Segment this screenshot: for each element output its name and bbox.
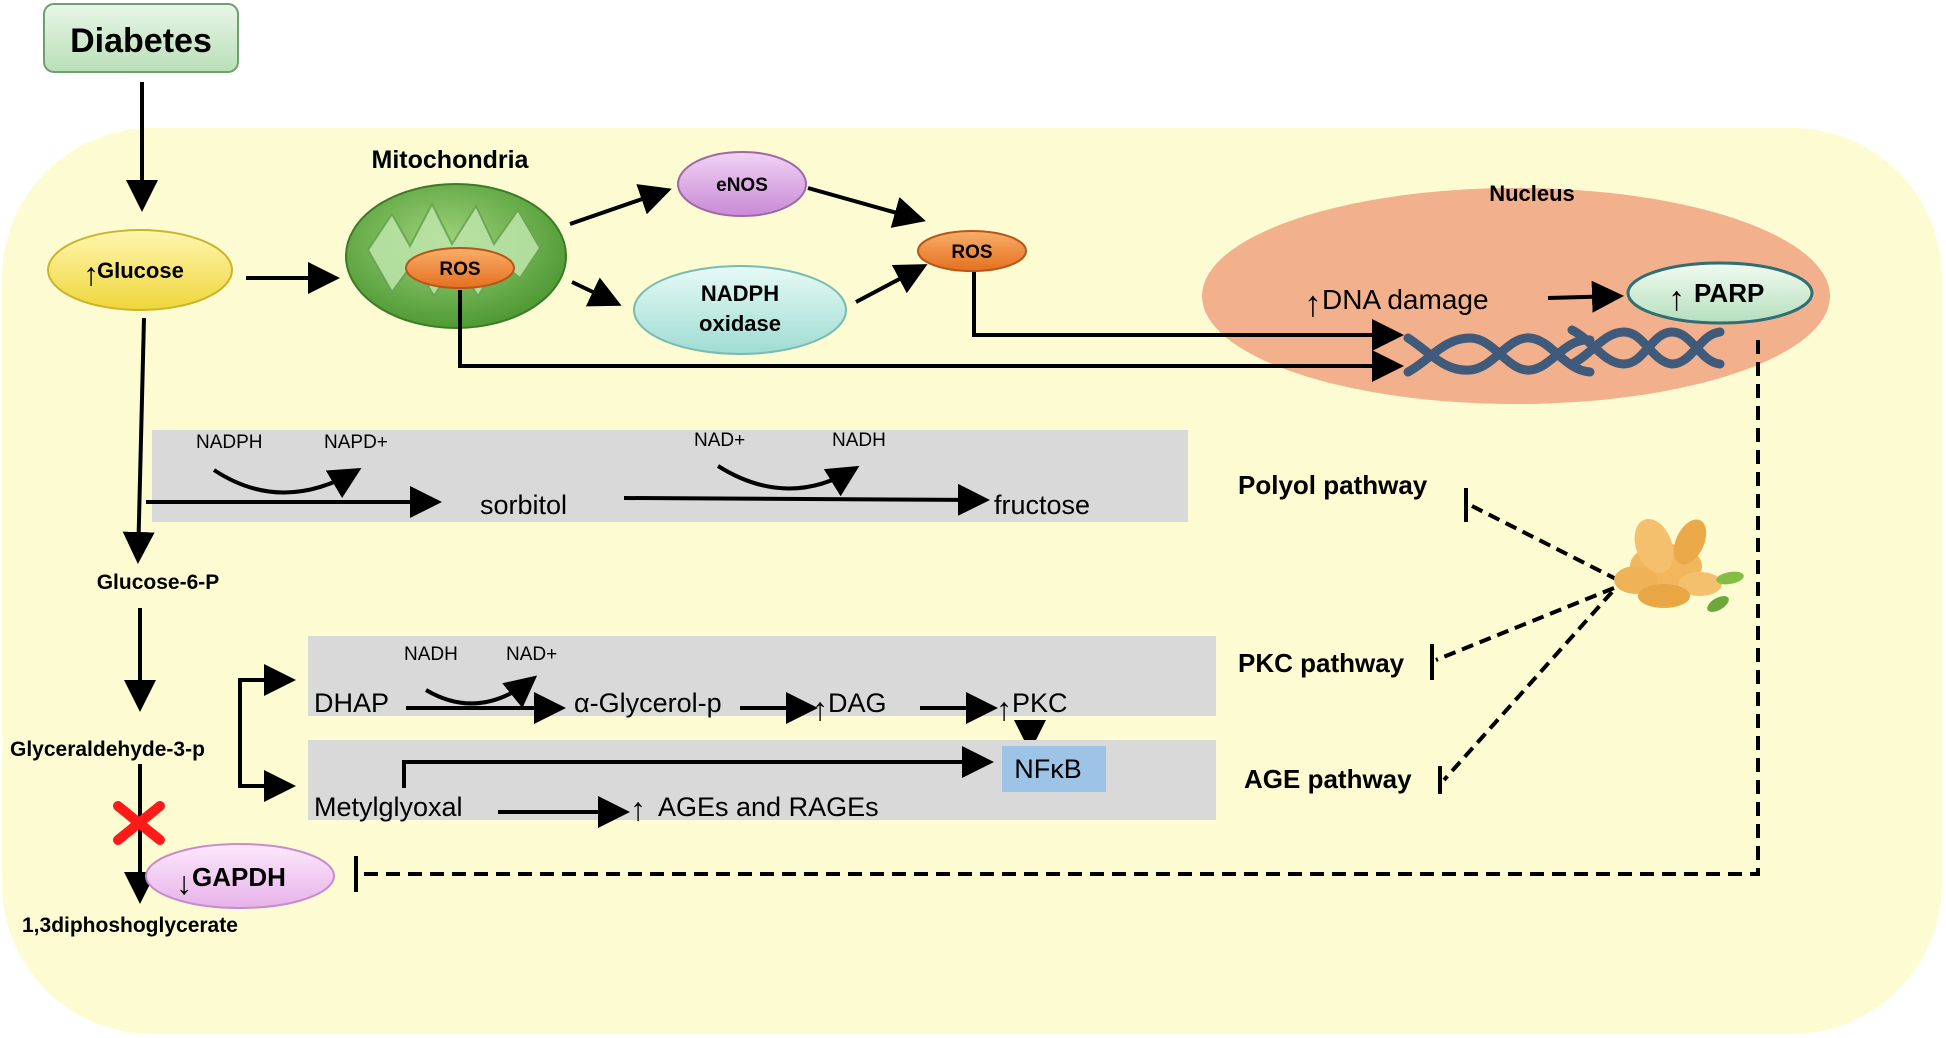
cofactor-arrow [212,467,362,499]
ginger-root-icon [1614,518,1744,612]
arrow-mito-nox [571,277,622,307]
arrow-mito-enos [569,184,672,226]
metylglyoxal-label: Metylglyoxal [314,792,463,822]
inhibition-parp-gapdh [358,340,1760,876]
arrow-sorbitol-fructose [623,483,990,516]
nadph-label: NADPH [196,432,263,453]
nfkb-label: NFκB [1014,754,1082,784]
ros-mitochondria-node [405,247,515,289]
nucleus-organelle [1202,188,1830,404]
gapdh-label: GAPDH [192,862,286,892]
up-arrow-icon: ↑ [1304,283,1322,324]
arrow-enos-ros [807,186,926,228]
nad-plus-label: NAD+ [694,430,745,451]
ginger-inhibition-lines [1435,504,1619,782]
dna-helix-icon [1403,333,1595,377]
mitochondria-label: Mitochondria [372,146,530,174]
pkc-label: PKC [1012,688,1068,718]
cofactor-arrow [424,675,538,709]
polyol-box [152,430,1188,522]
pkc-pathway-label: PKC pathway [1238,648,1405,678]
cofactor-arrow [716,464,860,497]
nfkb-box [1002,746,1106,792]
nadh-label: NADH [832,430,886,451]
glucose-label: Glucose [97,258,184,283]
arrow-dna-parp [1547,280,1624,313]
up-arrow-icon: ↑ [812,691,828,727]
parp-node [1626,261,1814,325]
up-arrow-icon: ↑ [630,791,646,827]
polyol-pathway-label: Polyol pathway [1238,470,1428,500]
up-arrow-icon: ↑ [996,691,1012,727]
nadph-oxidase-line1: NADPH [701,281,779,306]
diphosphoglycerate-label: 1,3diphoshoglycerate [22,914,238,937]
nad-plus-label: NAD+ [506,644,557,665]
up-arrow-icon: ↑ [83,256,99,292]
ros-mitochondria-label: ROS [439,259,480,280]
ros-right-node [917,230,1027,272]
nadph-oxidase-node [633,265,847,355]
napd-plus-label: NAPD+ [324,432,388,453]
diabetes-box [43,3,239,73]
ros-right-label: ROS [951,242,992,263]
ages-rages-label: AGEs and RAGEs [658,792,879,822]
arrow-ros-dna [972,272,1404,351]
arrow-metylglyoxal-nfkb [402,746,994,788]
red-x-block-icon [113,801,165,845]
arrow-nox-ros [855,264,928,304]
age-pathway-label: AGE pathway [1244,764,1412,794]
sorbitol-label: sorbitol [480,490,567,520]
arrow-glucose-g6p [122,317,155,564]
parp-label: PARP [1694,278,1764,308]
dna-helix-icon [1567,325,1725,369]
arrow-rosmito-dna [458,290,1404,382]
glyceraldehyde3p-label: Glyceraldehyde-3-p [10,738,205,761]
dna-damage-label: DNA damage [1322,284,1489,315]
fructose-label: fructose [994,490,1090,520]
glucose-node [47,229,233,311]
dag-label: DAG [828,688,887,718]
nadph-oxidase-line2: oxidase [699,311,781,336]
nucleus-label: Nucleus [1489,181,1575,206]
diabetes-title: Diabetes [70,22,212,60]
gapdh-node [145,843,335,909]
nadh-label: NADH [404,644,458,665]
glycerol-p-label: α-Glycerol-p [574,688,722,718]
dhap-label: DHAP [314,688,389,718]
enos-label: eNOS [716,175,768,196]
down-arrow-icon: ↓ [176,865,192,901]
up-arrow-icon: ↑ [1668,280,1685,318]
glucose6p-label: Glucose-6-P [97,571,220,594]
enos-node [677,151,807,217]
